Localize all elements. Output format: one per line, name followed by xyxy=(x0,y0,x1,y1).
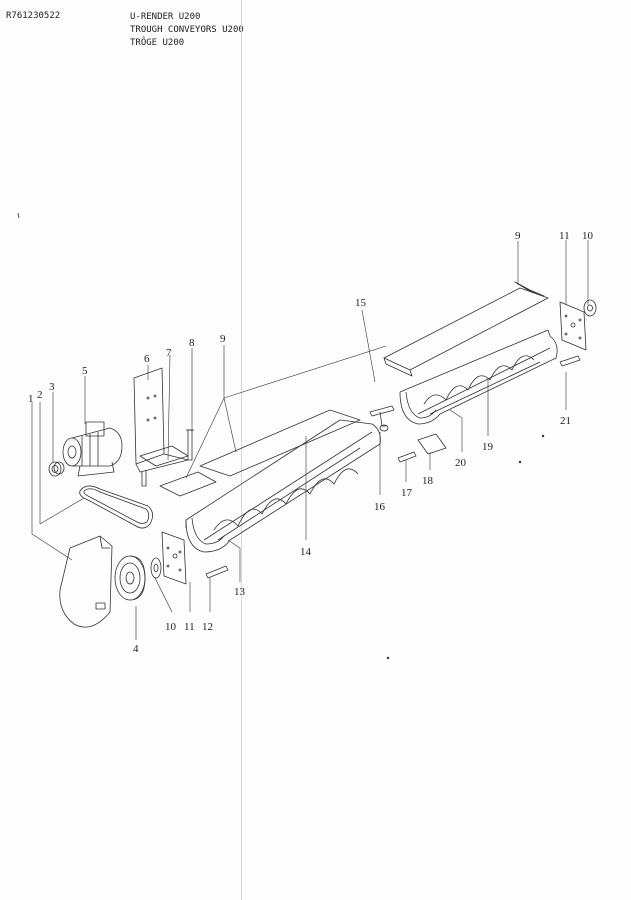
callout-11-right: 11 xyxy=(559,230,570,242)
callout-10-left: 10 xyxy=(165,621,177,633)
trough-right xyxy=(399,329,558,425)
coupling xyxy=(379,424,389,432)
end-plate-right xyxy=(559,301,587,351)
callout-3: 3 xyxy=(49,381,55,393)
end-shaft xyxy=(559,355,581,367)
support-bracket xyxy=(417,433,447,455)
trough-cover-left xyxy=(159,409,361,497)
drive-shaft xyxy=(205,565,229,579)
callout-6: 6 xyxy=(144,353,150,365)
cover-strip xyxy=(514,281,545,297)
callout-9-right: 9 xyxy=(515,230,521,242)
callout-17: 17 xyxy=(401,487,413,499)
callout-19: 19 xyxy=(482,441,494,453)
stray-dot xyxy=(541,434,545,438)
bearing-right xyxy=(583,299,597,317)
electric-motor xyxy=(62,421,123,477)
callout-20: 20 xyxy=(455,457,467,469)
leader-lines xyxy=(31,240,589,640)
callout-8: 8 xyxy=(189,337,195,349)
callout-1: 1 xyxy=(28,393,34,405)
callout-15: 15 xyxy=(355,297,367,309)
part-number: R761230522 xyxy=(6,11,61,21)
adjusting-bolt xyxy=(186,429,194,461)
callout-18: 18 xyxy=(422,475,434,487)
stray-mark xyxy=(17,212,20,219)
page-fold-line xyxy=(241,0,242,900)
end-plate-left xyxy=(161,531,187,585)
stray-dot xyxy=(386,656,390,660)
callout-12: 12 xyxy=(202,621,213,633)
inlet-bracket xyxy=(369,405,395,427)
title-line-3: TRÔGE U200 xyxy=(130,38,185,48)
callout-16: 16 xyxy=(374,501,386,513)
trough-left xyxy=(185,419,381,553)
callout-7: 7 xyxy=(166,347,172,359)
stray-dot xyxy=(518,460,522,464)
motor-pulley xyxy=(48,461,65,477)
title-block: U-RENDER U200 TROUGH CONVEYORS U200 TRÔG… xyxy=(130,11,244,50)
document-header: R761230522 U-RENDER U200 TROUGH CONVEYOR… xyxy=(0,0,631,90)
callout-11-left: 11 xyxy=(184,621,195,633)
callout-13: 13 xyxy=(234,586,246,598)
trough-cover-right xyxy=(383,287,549,377)
callout-labels: 1 2 3 4 5 6 7 8 9 9 10 10 11 11 12 13 14… xyxy=(28,230,594,655)
title-line-1: U-RENDER U200 xyxy=(130,12,201,22)
motor-base-plate xyxy=(133,367,189,487)
v-belt xyxy=(79,485,153,529)
callout-21: 21 xyxy=(560,415,571,427)
callout-5: 5 xyxy=(82,365,88,377)
callout-2: 2 xyxy=(37,389,43,401)
callout-4: 4 xyxy=(133,643,139,655)
callout-9-left: 9 xyxy=(220,333,226,345)
intermediate-shaft xyxy=(397,451,417,463)
callout-14: 14 xyxy=(300,546,312,558)
callout-10-right: 10 xyxy=(582,230,594,242)
screw-conveyor-right xyxy=(423,355,541,415)
bearing-left xyxy=(150,557,162,579)
screw-conveyor-left xyxy=(213,447,361,541)
title-line-2: TROUGH CONVEYORS U200 xyxy=(130,25,244,35)
large-pulley xyxy=(114,555,146,601)
belt-guard xyxy=(59,535,113,628)
